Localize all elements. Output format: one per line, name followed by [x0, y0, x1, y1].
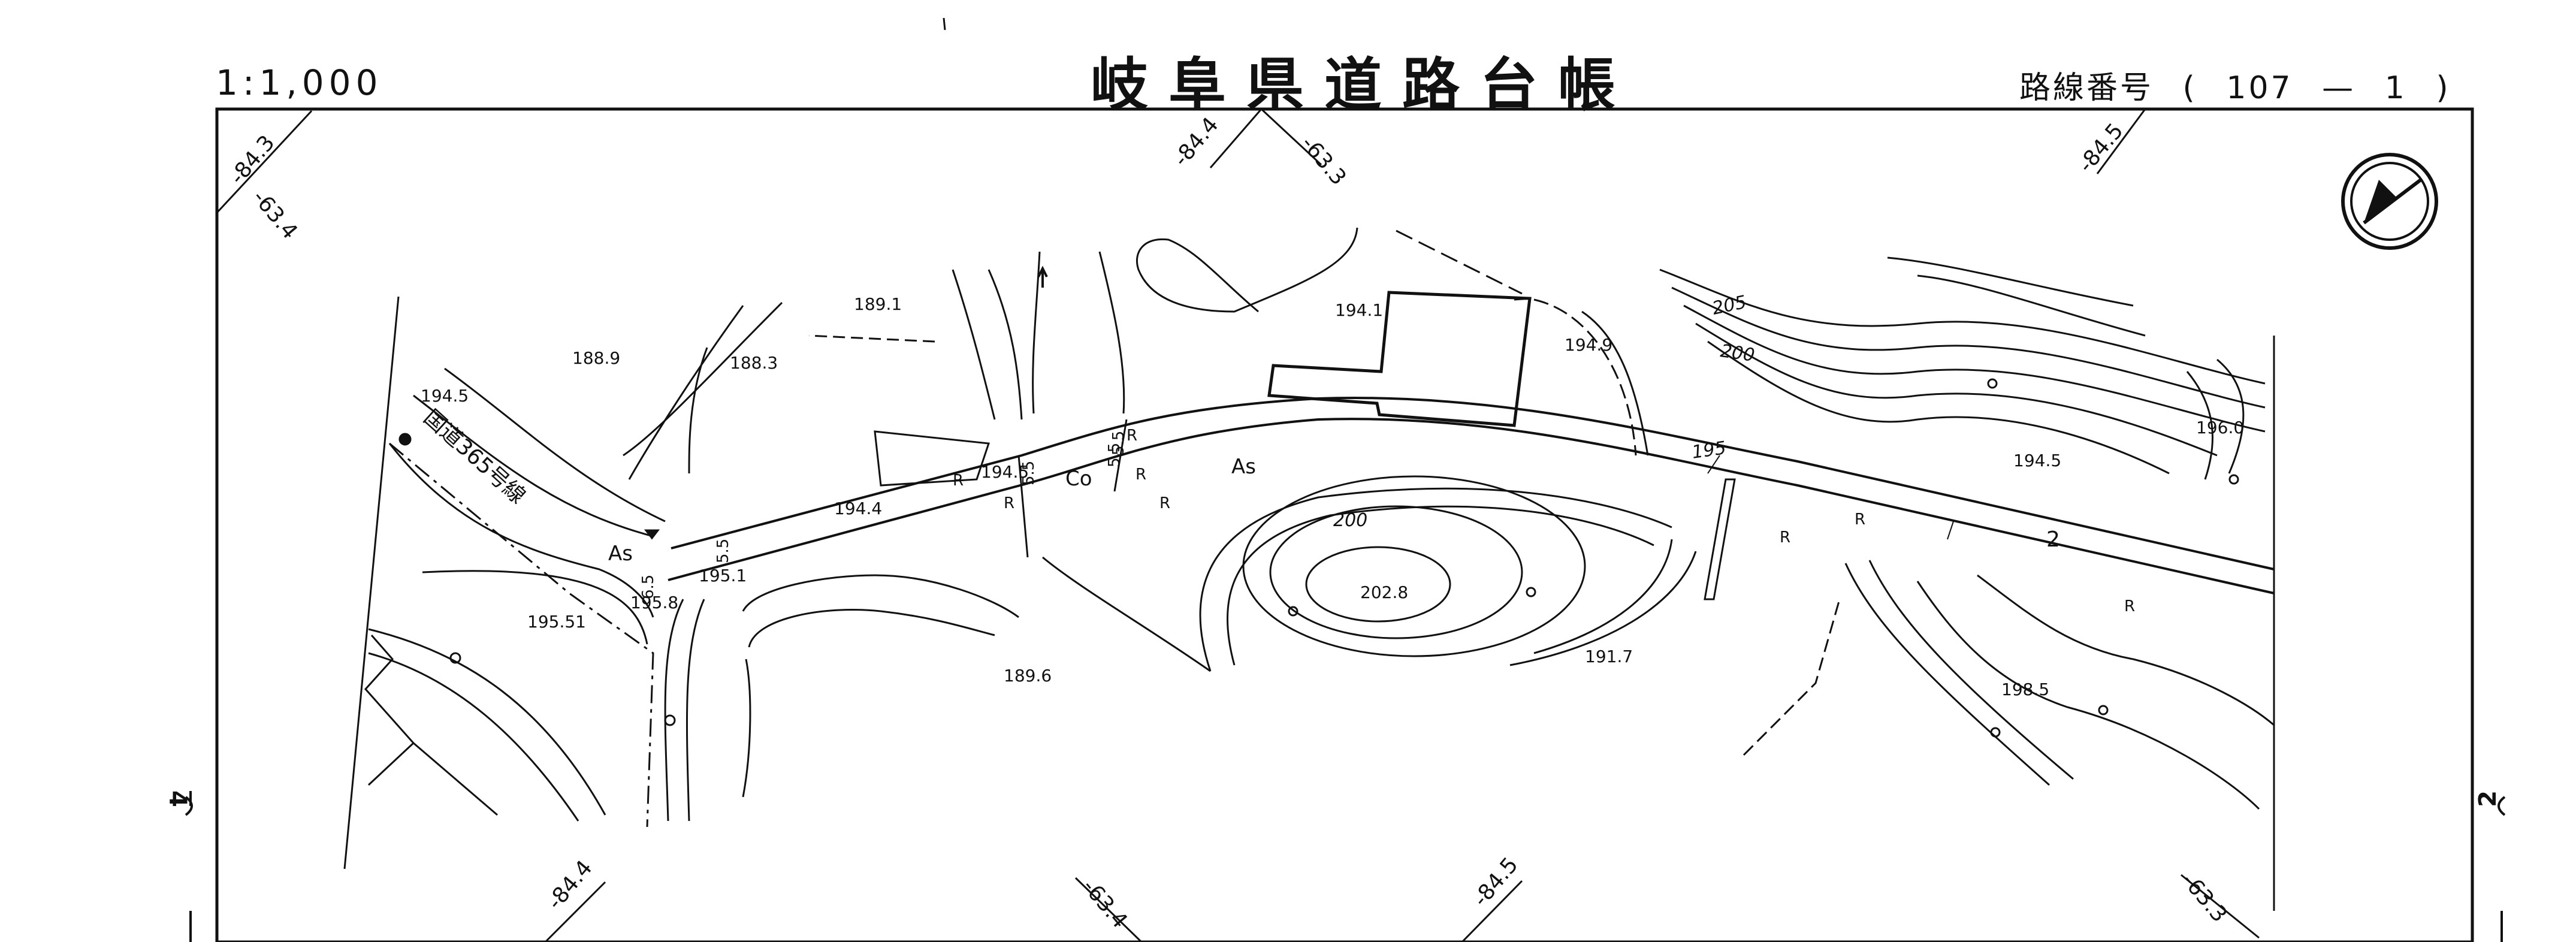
- grid-label-tl-b: -63.4: [247, 185, 302, 244]
- elevation-1: 188.9: [572, 348, 620, 368]
- elevation-16: 196.0: [2196, 418, 2244, 437]
- elevation-7: 194.4: [834, 499, 882, 518]
- route-sub: 1: [2384, 70, 2407, 106]
- grid-label-top-b: -63.3: [1296, 131, 1351, 190]
- road-width-3: 5.5: [1020, 461, 1038, 485]
- contour-label-200-hill: 200: [1333, 510, 1367, 531]
- road-mark-3: R: [1127, 427, 1137, 445]
- road-mark-7: R: [1855, 511, 1865, 529]
- route-dash: —: [2322, 70, 2356, 106]
- road-mark-8: R: [2124, 597, 2135, 615]
- road-mark-4: R: [1136, 466, 1146, 484]
- elevation-8: 194.5: [981, 462, 1029, 482]
- elevation-17: 198.5: [2001, 680, 2049, 699]
- elevation-5: 194.1: [1335, 300, 1383, 320]
- elevation-2: 194.5: [421, 386, 469, 406]
- elevation-9: 195.1: [699, 566, 747, 585]
- elevation-4: 189.1: [854, 294, 902, 314]
- road-width-5: 5.5: [1110, 431, 1128, 455]
- main-road: [668, 396, 2275, 594]
- north-arrow-icon: [2341, 153, 2438, 250]
- grid-label-bot-c: -84.5: [1468, 853, 1523, 911]
- route-main: 107: [2226, 70, 2293, 106]
- elevation-14: 191.7: [1585, 647, 1633, 666]
- road-mark-2: R: [1004, 494, 1014, 512]
- contour-group-ne: [1659, 256, 2266, 480]
- elevation-10: 195.8: [630, 593, 678, 612]
- contour-group-hill: [1199, 475, 1697, 672]
- road-width-1: 6.5: [639, 575, 657, 599]
- road-mark-6: R: [1780, 529, 1790, 547]
- road-mark-5: R: [1159, 494, 1170, 512]
- page-title: 岐阜県道路台帳: [1091, 52, 1636, 119]
- route-number: 路線番号 ( 107 — 1 ): [2019, 62, 2468, 107]
- elevation-6: 194.9: [1565, 335, 1612, 355]
- map-frame: [215, 107, 2474, 942]
- grid-label-tl-a: -84.3: [225, 131, 279, 189]
- elevation-13: 202.8: [1360, 582, 1408, 602]
- contour-label-205: 205: [1710, 292, 1748, 319]
- route-label: 路線番号: [2019, 70, 2154, 106]
- map-scale: 1:1,000: [216, 62, 383, 103]
- route-close: ): [2436, 70, 2451, 106]
- road-width-2: 5.5: [714, 539, 732, 563]
- surface-as-left: As: [608, 542, 633, 566]
- elevation-15: 194.5: [2013, 451, 2061, 470]
- elevation-12: 189.6: [1004, 666, 1052, 686]
- contour-label-200-ne: 200: [1719, 340, 1756, 366]
- surface-as-mid: As: [1231, 455, 1256, 479]
- road-width-4: 5.5: [1106, 443, 1124, 467]
- building: [1267, 291, 1532, 427]
- right-number-label: 2: [2046, 527, 2060, 552]
- road-mark-1: R: [953, 472, 964, 490]
- elevation-3: 188.3: [730, 353, 778, 373]
- elevation-11: 195.51: [527, 612, 586, 632]
- route-open: (: [2182, 70, 2197, 106]
- contour-label-195: 195: [1690, 437, 1728, 463]
- surface-co: Co: [1065, 467, 1092, 491]
- grid-label-bot-d: -63.3: [2177, 868, 2231, 927]
- grid-label-bot-a: -84.4: [542, 856, 597, 914]
